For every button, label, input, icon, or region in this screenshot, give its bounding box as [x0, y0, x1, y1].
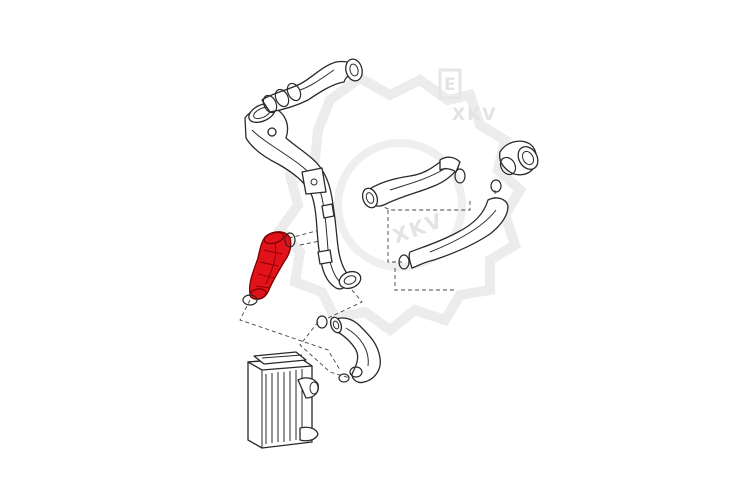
- upper-charge-pipe: [244, 102, 362, 290]
- watermark-letter: E: [444, 75, 458, 95]
- intercooler: [247, 351, 320, 449]
- right-intake-hose: [361, 156, 466, 209]
- lower-s-hose: [316, 315, 381, 384]
- watermark-brand-top: XKV: [452, 105, 497, 125]
- right-elbow-and-hose: [398, 140, 539, 270]
- highlighted-hose-clamps: [242, 232, 296, 306]
- watermark-gear-outline: [273, 72, 527, 337]
- top-turbo-hose: [261, 58, 363, 114]
- watermark-e-frame: [438, 68, 462, 100]
